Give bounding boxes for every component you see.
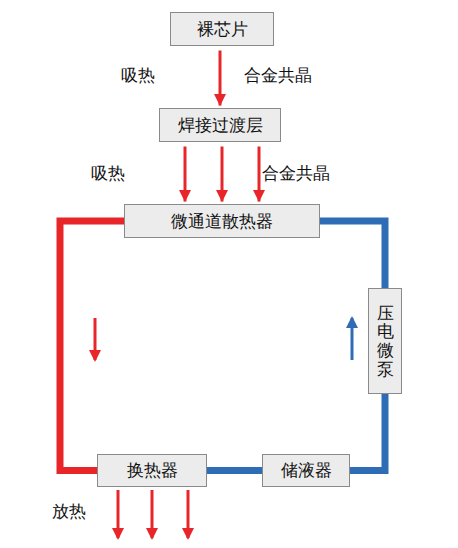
node-text: 焊接过渡层 [178, 115, 263, 135]
node-text: 裸芯片 [197, 19, 248, 39]
annotation-label: 合金共晶 [244, 64, 312, 87]
process-box: 焊接过渡层 [159, 108, 281, 142]
connector-stroke [350, 394, 385, 471]
process-box: 储液器 [262, 454, 350, 487]
annotation-label: 放热 [52, 500, 86, 523]
process-box: 压电微泵 [368, 288, 402, 394]
connector-stroke [320, 221, 385, 288]
connector-stroke [60, 221, 124, 471]
connector-stroke [207, 467, 262, 474]
flow-direction-arrow [94, 318, 97, 360]
connector [320, 221, 385, 288]
connector-stroke [258, 148, 261, 200]
connector-stroke [221, 148, 224, 200]
annotation-label: 吸热 [121, 64, 155, 87]
node-text: 压电微泵 [377, 304, 394, 379]
connector [220, 52, 221, 104]
heat-release-arrow [151, 490, 154, 538]
node-text: 微通道散热器 [171, 211, 273, 231]
annotation-label: 合金共晶 [262, 162, 330, 185]
node-text: 储液器 [281, 460, 332, 480]
heat-release-arrow [187, 490, 190, 538]
connector [350, 394, 385, 471]
process-box: 裸芯片 [170, 12, 274, 46]
connector-stroke [184, 148, 187, 200]
flow-direction-arrow [351, 318, 354, 360]
annotation-label: 吸热 [91, 162, 125, 185]
connector [60, 221, 124, 471]
process-box: 换热器 [97, 454, 207, 487]
connector-stroke [219, 52, 222, 104]
connector [207, 470, 262, 471]
process-box: 微通道散热器 [124, 204, 320, 238]
node-text: 换热器 [127, 460, 178, 480]
connector [185, 148, 259, 200]
heat-release-arrow [117, 490, 120, 538]
